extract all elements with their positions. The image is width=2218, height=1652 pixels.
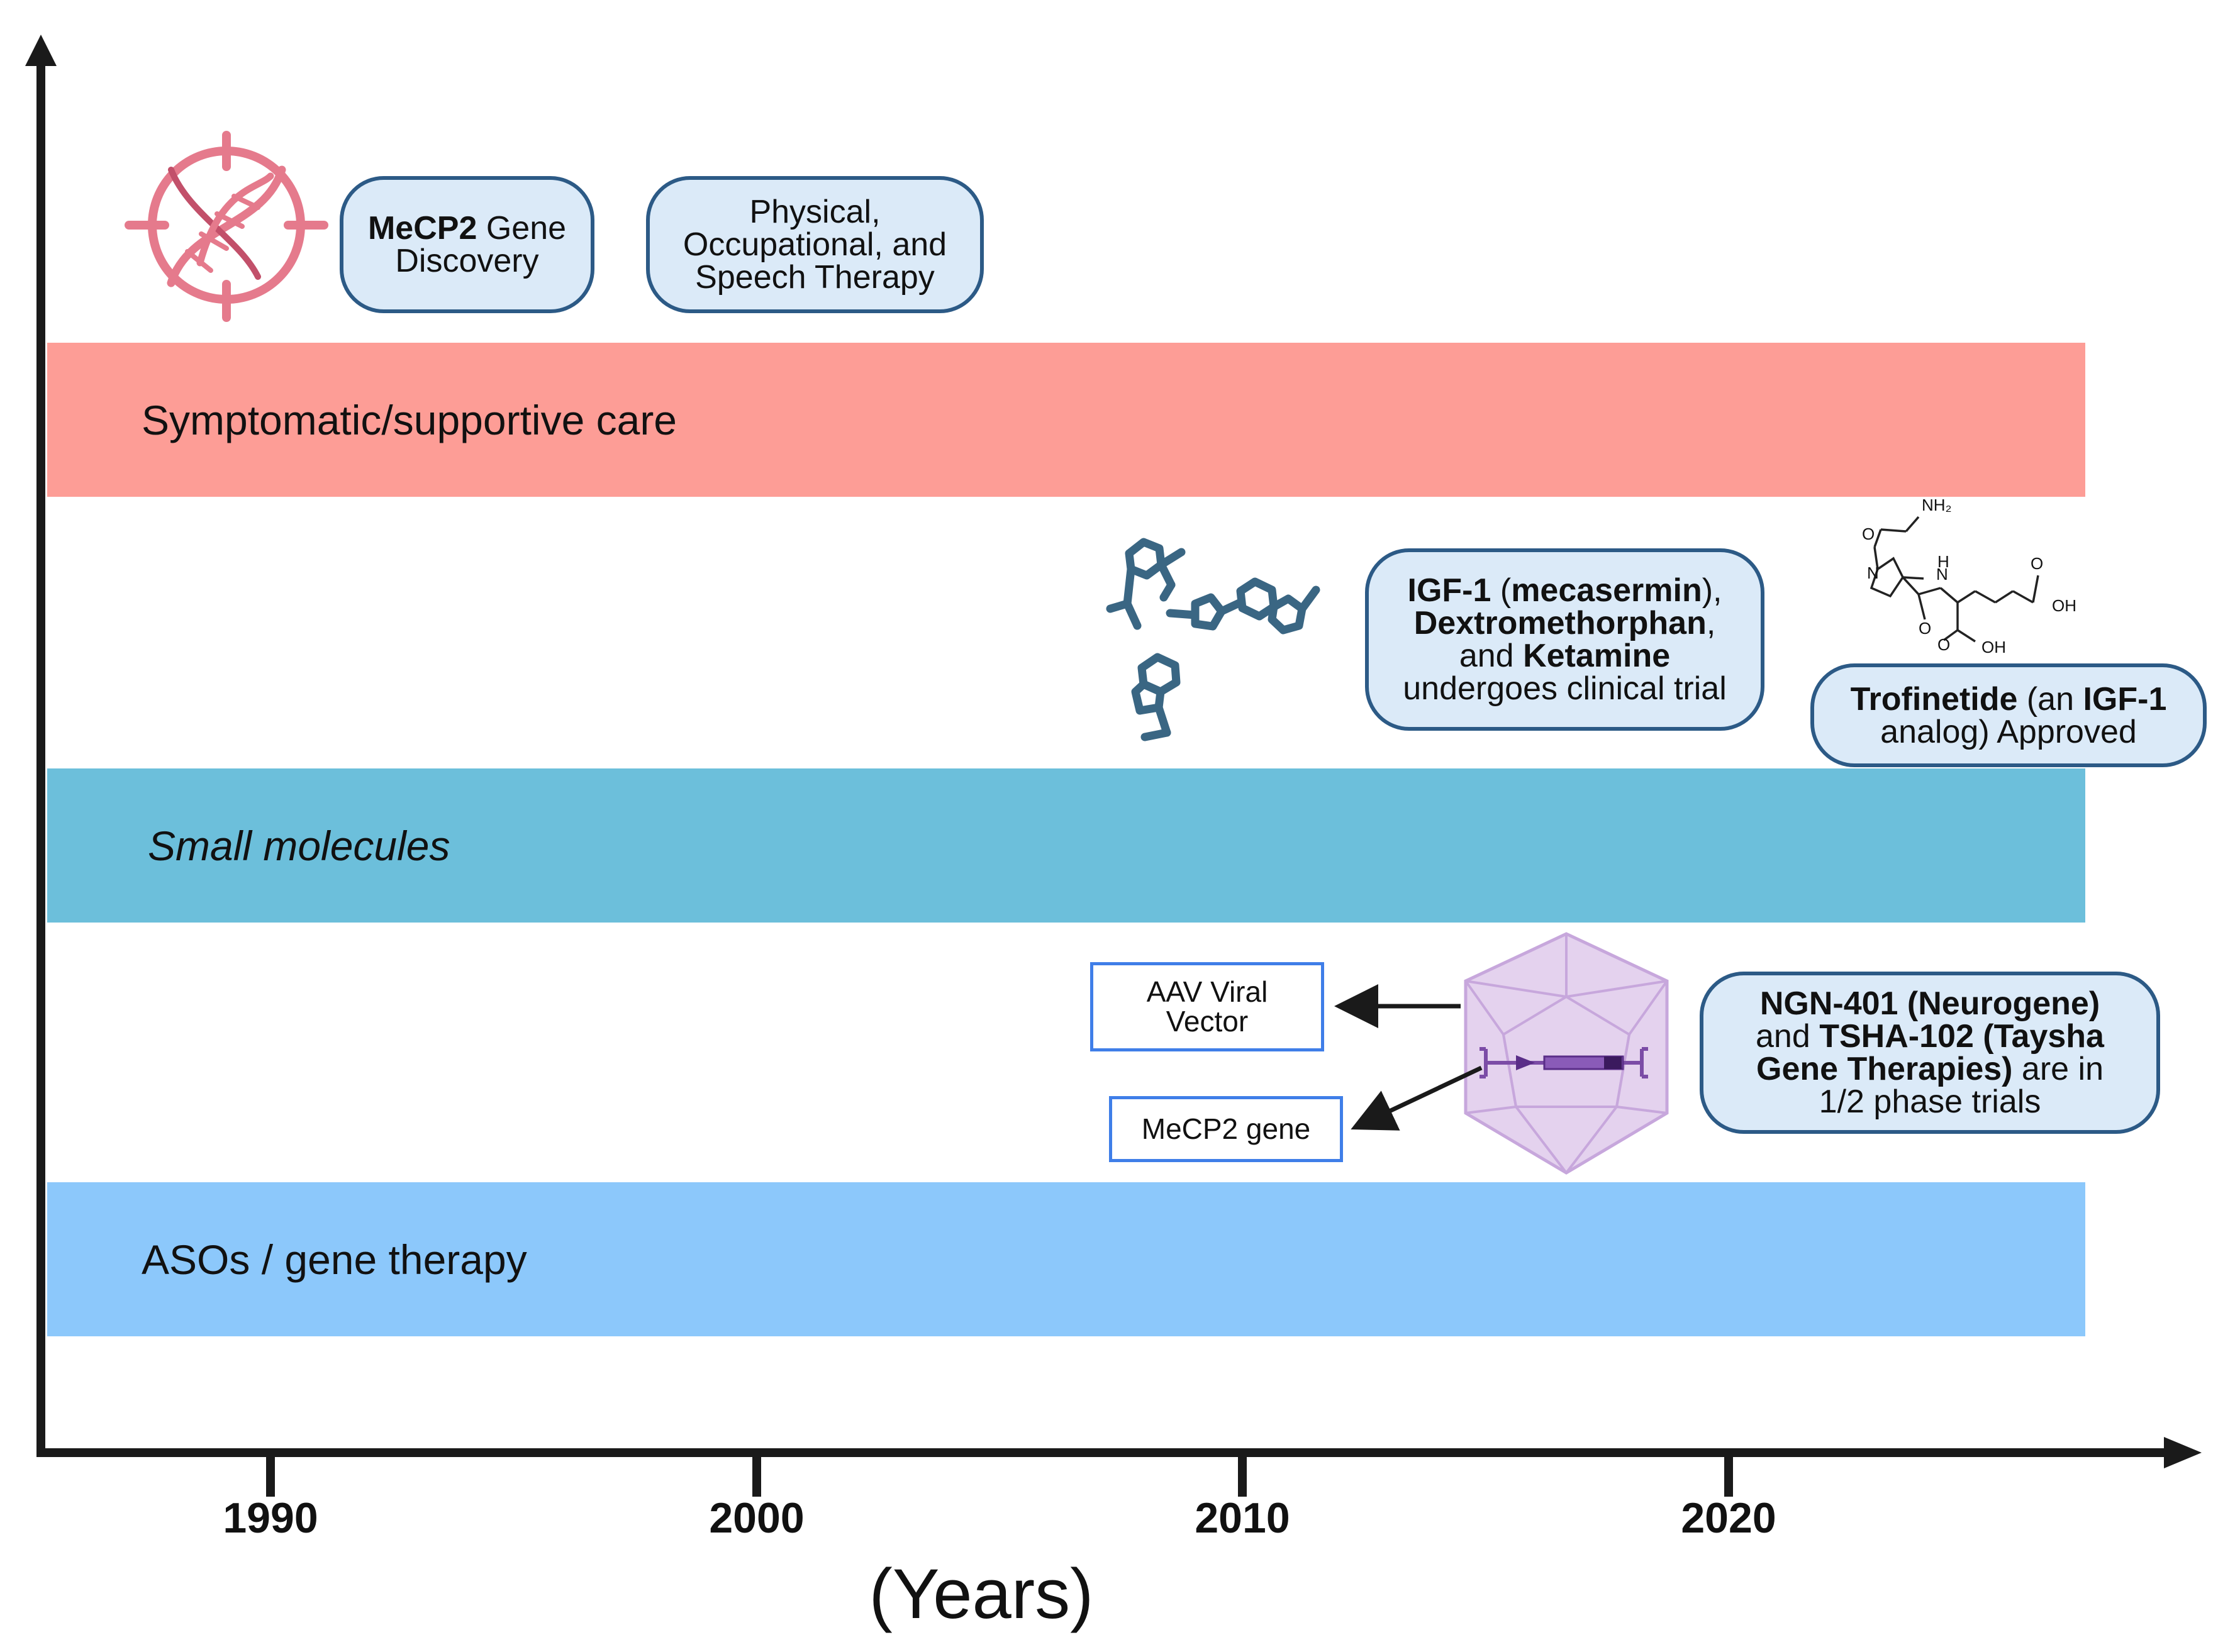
x-axis	[36, 1437, 2202, 1497]
gene-label-text: MeCP2 gene	[1141, 1112, 1311, 1146]
trofinetide-an: (an	[2017, 680, 2083, 718]
igf1-bold: IGF-1	[1407, 572, 1491, 609]
ngn401-bold: NGN-401 (Neurogene)	[1759, 985, 2100, 1022]
tsha102-bold: TSHA-102 (Taysha	[1819, 1018, 2104, 1055]
ngn401-line4: 1/2 phase trials	[1819, 1084, 2041, 1120]
igf1-paren-close: ),	[1702, 572, 1722, 609]
trofinetide-structure-icon: NH₂ O N N H O O OH O OH	[1862, 496, 2076, 657]
aav-vector-label: AAV Viral Vector	[1090, 962, 1324, 1051]
x-axis-title: (Years)	[869, 1555, 1094, 1633]
ngn401-and: and	[1756, 1018, 1820, 1055]
dextromethorphan-comma: ,	[1706, 605, 1716, 641]
aav-capsid-icon	[1464, 932, 1669, 1175]
tick-label-2010: 2010	[1195, 1494, 1290, 1542]
arrow-to-gene-label	[1351, 1065, 1483, 1131]
milestone-ngn401: NGN-401 (Neurogene) and TSHA-102 (Taysha…	[1700, 972, 2160, 1134]
mecp2-bold: MeCP2	[367, 210, 477, 247]
igf1-analog-bold: IGF-1	[2083, 680, 2167, 718]
milestone-mecp2-discovery: MeCP2 Gene Discovery	[340, 176, 594, 313]
therapy-line2: Occupational, and	[683, 226, 947, 263]
band-gene-therapy: ASOs / gene therapy	[47, 1182, 2085, 1336]
mecasermin-bold: mecasermin	[1511, 572, 1702, 609]
chem-oh2: OH	[1981, 638, 2006, 657]
band-label-supportive: Symptomatic/supportive care	[142, 396, 677, 443]
tick-label-2000: 2000	[709, 1494, 805, 1542]
mecp2-discovery-line2: Discovery	[395, 243, 539, 279]
band-label-small-molecules: Small molecules	[148, 822, 450, 869]
chem-o1: O	[1862, 524, 1875, 543]
are-in: are in	[2012, 1051, 2104, 1087]
mecp2-gene-label: MeCP2 gene	[1109, 1096, 1343, 1162]
aav-line2: Vector	[1166, 1005, 1249, 1038]
chem-o-acid: O	[1937, 635, 1950, 654]
tick-label-1990: 1990	[223, 1494, 318, 1542]
tick-label-2020: 2020	[1681, 1494, 1776, 1542]
chem-nh2: NH₂	[1922, 496, 1952, 514]
chem-o3: O	[2031, 554, 2043, 573]
trofinetide-bold: Trofinetide	[1850, 680, 2018, 718]
milestone-igf1-trial: IGF-1 (mecasermin), Dextromethorphan, an…	[1365, 548, 1764, 731]
chem-n: N	[1867, 563, 1879, 582]
igf1-paren-open: (	[1491, 572, 1512, 609]
mecp2-gene-word: Gene	[477, 210, 567, 247]
trofinetide-line2: analog) Approved	[1880, 713, 2137, 750]
aav-line1: AAV Viral	[1146, 975, 1268, 1009]
therapy-line1: Physical,	[749, 194, 881, 230]
chem-h: H	[1937, 552, 1949, 571]
igf1-trial-line4: undergoes clinical trial	[1403, 670, 1727, 707]
gene-therapies-bold: Gene Therapies)	[1756, 1051, 2013, 1087]
small-molecules-icon	[1106, 538, 1320, 741]
and-word: and	[1459, 638, 1524, 674]
y-axis	[25, 35, 57, 1453]
band-supportive-care: Symptomatic/supportive care	[47, 343, 2085, 497]
chem-nh: N	[1936, 565, 1948, 584]
therapy-line3: Speech Therapy	[695, 259, 935, 296]
band-small-molecules: Small molecules	[47, 768, 2085, 923]
milestone-therapy: Physical, Occupational, and Speech Thera…	[646, 176, 984, 313]
dextromethorphan-bold: Dextromethorphan	[1413, 605, 1707, 641]
dna-target-icon	[125, 131, 328, 322]
milestone-trofinetide: Trofinetide (an IGF-1 analog) Approved	[1810, 663, 2207, 767]
ketamine-bold: Ketamine	[1523, 638, 1671, 674]
chem-o2: O	[1919, 619, 1931, 638]
chem-oh1: OH	[2052, 596, 2076, 615]
band-label-gene-therapy: ASOs / gene therapy	[142, 1236, 527, 1283]
